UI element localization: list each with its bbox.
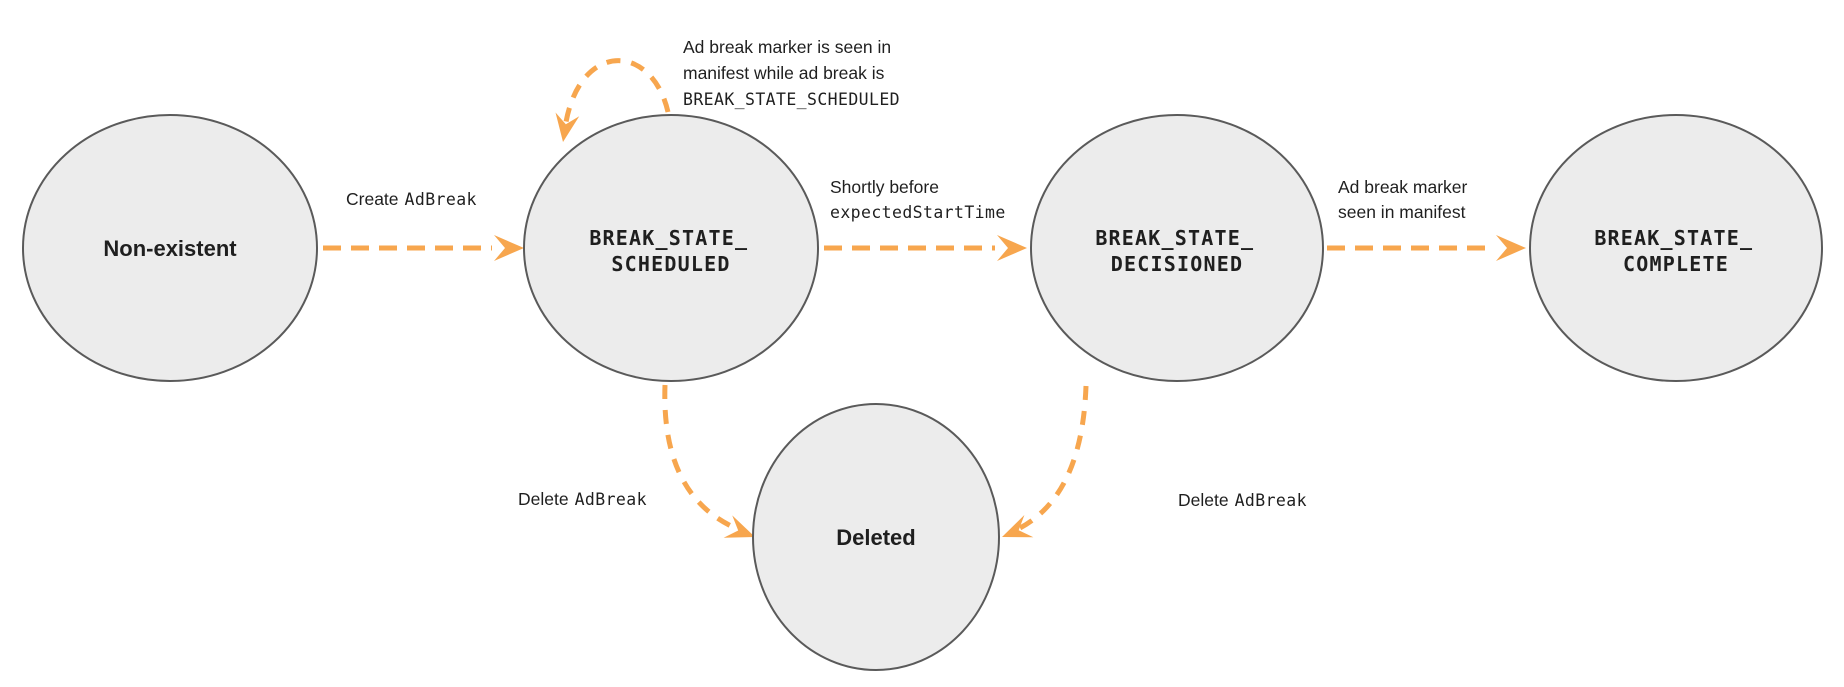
edge-label-marker-seen: Ad break marker seen in manifest	[1338, 177, 1472, 222]
edge-create-adbreak-arrowhead	[494, 235, 524, 261]
edge-delete-from-scheduled-path	[662, 384, 741, 533]
state-label-deleted: Deleted	[836, 525, 915, 550]
state-node-deleted: Deleted	[752, 403, 1000, 671]
state-circle-break-state-decisioned	[1030, 114, 1324, 382]
state-node-break-state-scheduled: BREAK_STATE_ SCHEDULED	[523, 114, 819, 382]
state-circle-deleted	[752, 403, 1000, 671]
state-label-break-state-scheduled: BREAK_STATE_ SCHEDULED	[589, 226, 752, 276]
edge-self-loop-arrowhead	[555, 112, 580, 142]
edge-self-loop-scheduled: Ad break marker is seen in manifest whil…	[555, 37, 900, 142]
state-node-break-state-decisioned: BREAK_STATE_ DECISIONED	[1030, 114, 1324, 382]
state-label-break-state-complete: BREAK_STATE_ COMPLETE	[1594, 226, 1757, 276]
edge-self-loop-path	[562, 58, 671, 129]
state-label-non-existent: Non-existent	[103, 236, 237, 261]
edge-delete-from-scheduled-arrowhead	[723, 515, 755, 538]
edge-delete-from-decisioned-path	[1014, 385, 1089, 533]
edge-shortly-before: Shortly before expectedStartTime	[824, 177, 1027, 261]
state-circle-break-state-scheduled	[523, 114, 819, 382]
state-node-break-state-complete: BREAK_STATE_ COMPLETE	[1529, 114, 1823, 382]
state-node-non-existent: Non-existent	[22, 114, 318, 382]
edge-marker-seen-arrowhead	[1496, 235, 1526, 261]
edge-delete-from-decisioned-arrowhead	[1002, 515, 1034, 538]
edge-label-self-loop: Ad break marker is seen in manifest whil…	[683, 37, 900, 109]
edge-label-shortly-before: Shortly before expectedStartTime	[830, 177, 1006, 222]
edge-marker-seen: Ad break marker seen in manifest	[1327, 177, 1526, 261]
state-circle-break-state-complete	[1529, 114, 1823, 382]
edge-shortly-before-arrowhead	[997, 235, 1027, 261]
state-circle-non-existent	[22, 114, 318, 382]
state-label-break-state-decisioned: BREAK_STATE_ DECISIONED	[1095, 226, 1258, 276]
